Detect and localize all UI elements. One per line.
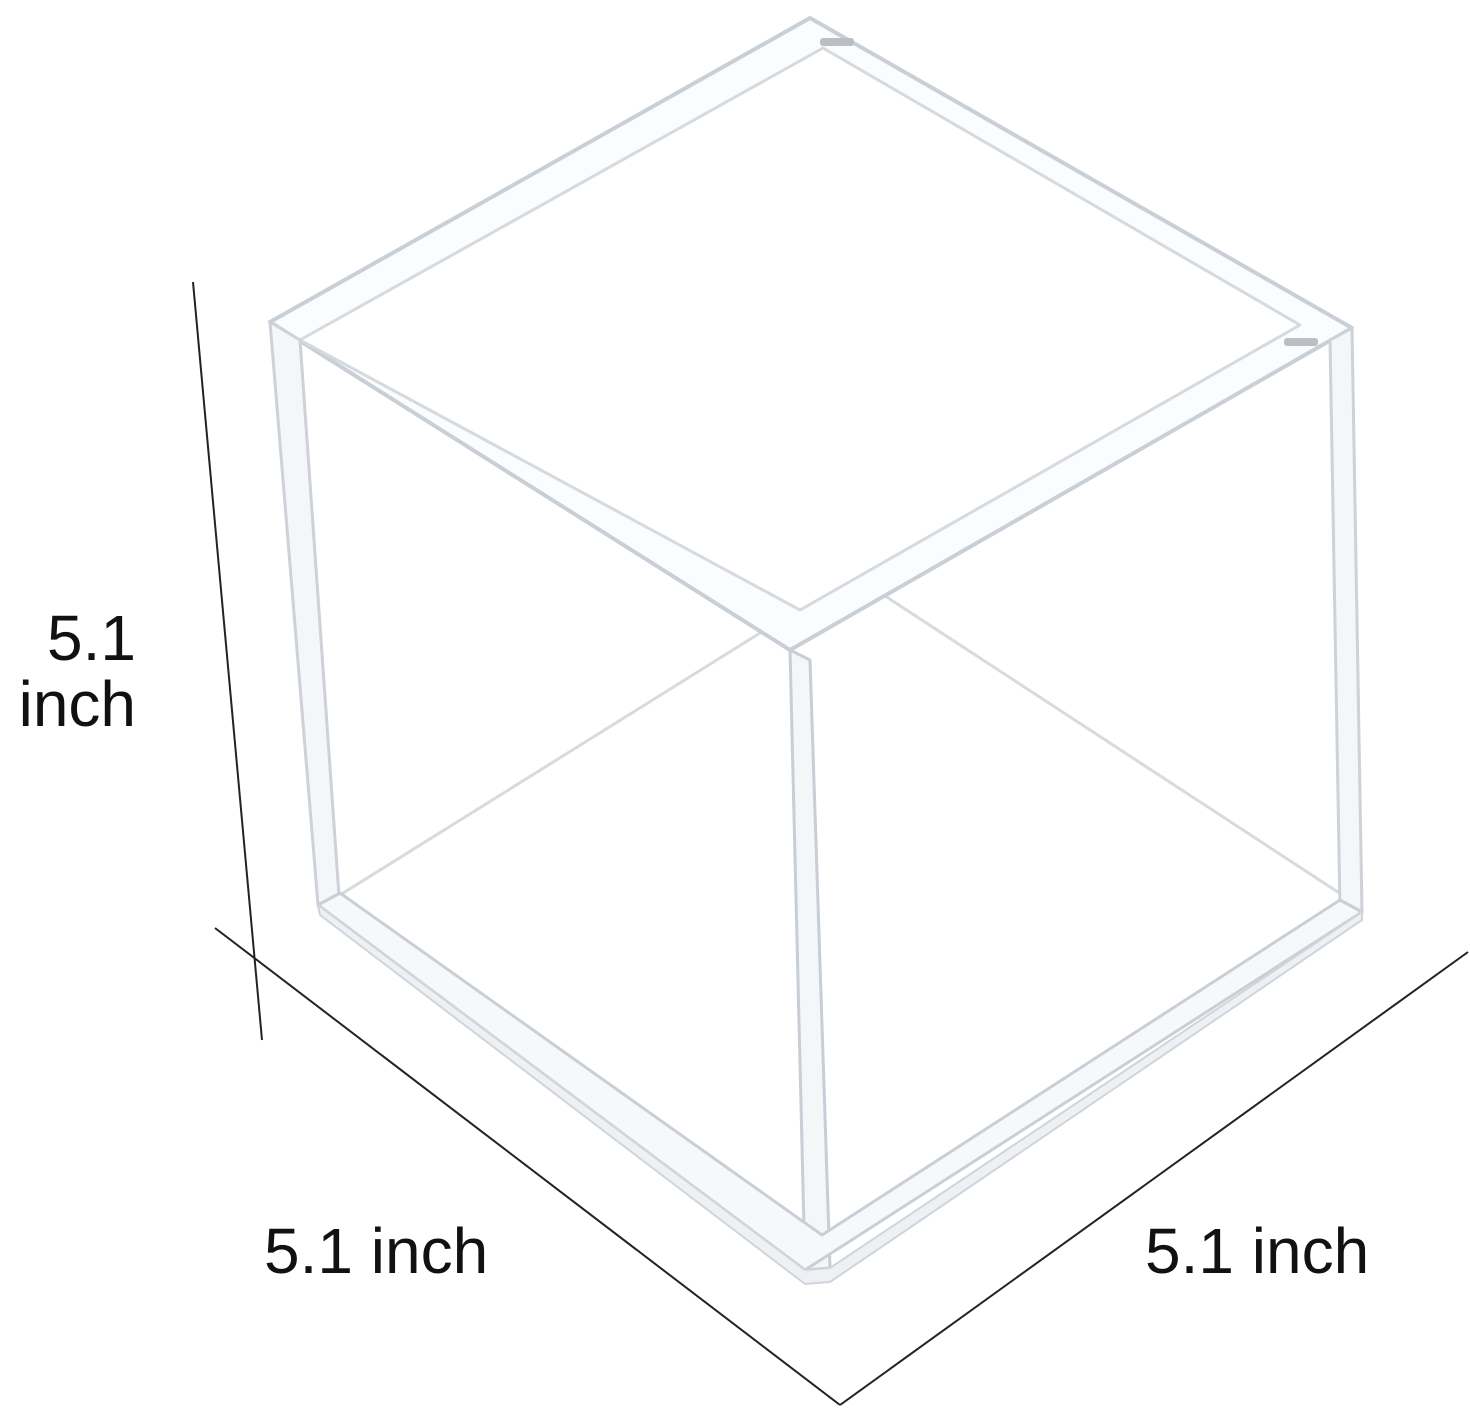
width-label: 5.1 inch [1145, 1215, 1370, 1287]
lid-inner [298, 46, 1302, 612]
front-center-post [788, 648, 832, 1272]
depth-dimension-line [214, 927, 841, 1406]
front-left-post [268, 320, 342, 912]
base-plate [316, 891, 1364, 1272]
height-unit: inch [18, 668, 136, 740]
height-label: 5.1 inch [19, 605, 136, 737]
depth-label: 5.1 inch [264, 1215, 489, 1287]
hinge-right [1284, 338, 1318, 346]
base-front-edge [317, 904, 1363, 1285]
width-dimension-line [839, 951, 1469, 1406]
front-right-post [1328, 326, 1364, 914]
height-dimension-line [192, 281, 263, 1041]
cube-panels [268, 16, 1364, 1285]
back-right-bottom-edge [852, 573, 1351, 902]
height-value: 5.1 [47, 602, 136, 674]
hinge-left [820, 38, 854, 46]
